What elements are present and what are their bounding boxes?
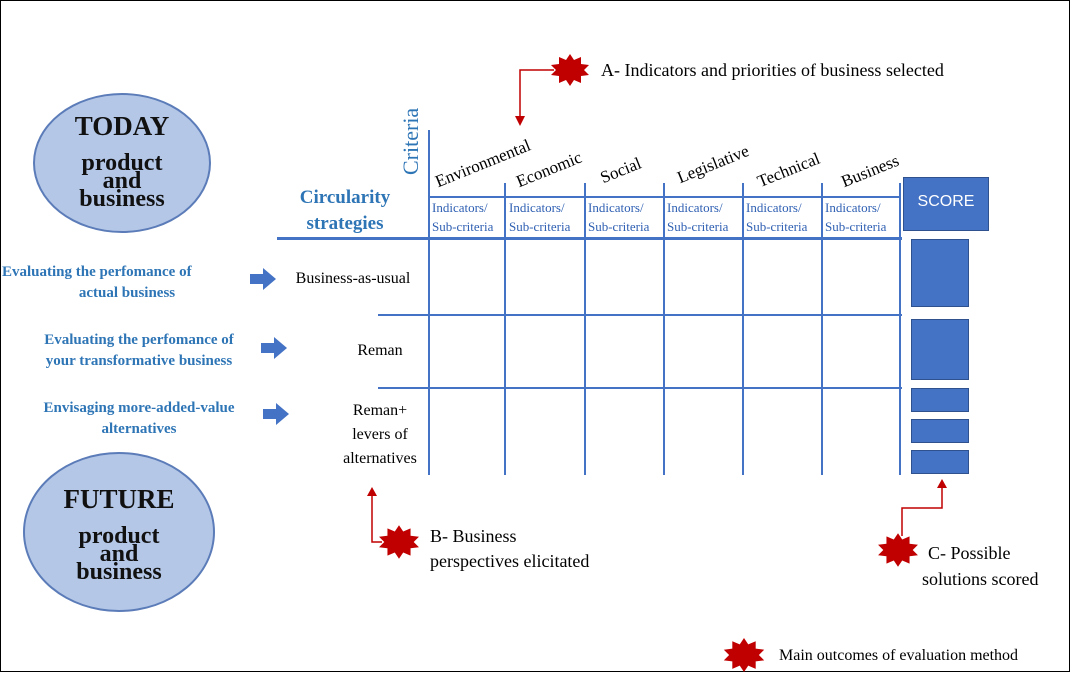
score-bar-row-3b — [911, 419, 969, 443]
criteria-axis-line — [428, 130, 430, 475]
today-circle: TODAY product and business — [33, 93, 211, 233]
row-3-label-line2: levers of — [352, 426, 408, 443]
indicator-label: Indicators/ — [667, 200, 723, 215]
indicator-top-line — [430, 196, 900, 198]
col-divider-1 — [504, 183, 506, 475]
annotation-a: A- Indicators and priorities of business… — [601, 60, 944, 80]
row-1-description-line2: actual business — [78, 285, 176, 301]
legend-label: Main outcomes of evaluation method — [779, 647, 1019, 664]
subcriteria-label: Sub-criteria — [509, 219, 571, 234]
annotation-b-line1: B- Business — [430, 526, 517, 546]
subcriteria-label: Sub-criteria — [825, 219, 887, 234]
row-2-description-line1: Evaluating the perfomance of — [44, 332, 234, 348]
score-bar-row-1 — [911, 239, 969, 307]
future-circle: FUTURE product and business — [23, 452, 215, 612]
connector-arrow-b — [367, 487, 382, 543]
future-title: FUTURE — [63, 484, 175, 514]
score-bar-row-3a — [911, 388, 969, 412]
today-title: TODAY — [74, 111, 170, 141]
row-3-description-line2: alternatives — [101, 421, 177, 437]
subcriteria-label: Sub-criteria — [588, 219, 650, 234]
score-bar-row-3c — [911, 450, 969, 474]
today-line1: product — [81, 150, 163, 176]
today-line3: business — [79, 186, 165, 212]
indicator-label: Indicators/ — [588, 200, 644, 215]
connector-arrow-a — [515, 69, 554, 126]
score-header-box — [903, 177, 989, 231]
subcriteria-label: Sub-criteria — [667, 219, 729, 234]
future-line2: and — [99, 541, 139, 567]
col-divider-2 — [584, 183, 586, 475]
col-divider-3 — [663, 183, 665, 475]
annotation-c-line1: C- Possible — [928, 543, 1011, 563]
row-2-description-line2: your transformative business — [45, 353, 233, 369]
score-label: SCORE — [917, 193, 975, 210]
outcome-marker-icon — [878, 533, 918, 567]
row-3-label-line1: Reman+ — [352, 402, 408, 419]
indicator-label: Indicators/ — [746, 200, 802, 215]
row-1-label: Business-as-usual — [295, 270, 411, 287]
indicator-label: Indicators/ — [509, 200, 565, 215]
annotation-c-line2: solutions scored — [922, 569, 1039, 589]
row-1-description-line1: Evaluating the perfomance of — [2, 264, 192, 280]
header-bottom-line — [277, 237, 902, 240]
arrow-right-icon — [263, 403, 289, 425]
future-line3: business — [76, 559, 162, 585]
strategies-label-2: strategies — [306, 213, 384, 234]
col-divider-5 — [821, 183, 823, 475]
subcriteria-label: Sub-criteria — [432, 219, 494, 234]
legend-marker-icon — [723, 638, 765, 672]
row-divider-2 — [378, 387, 902, 389]
indicator-label: Indicators/ — [825, 200, 881, 215]
future-line1: product — [78, 523, 160, 549]
today-line2: and — [102, 168, 142, 194]
row-3-label-line3: alternatives — [343, 450, 417, 467]
col-divider-4 — [742, 183, 744, 475]
row-3-description-line1: Envisaging more-added-value — [43, 400, 235, 416]
strategies-label-1: Circularity — [299, 187, 391, 208]
outcome-marker-icon — [379, 525, 419, 559]
arrow-right-icon — [250, 268, 276, 290]
annotation-b-line2: perspectives elicitated — [430, 551, 590, 571]
col-divider-6 — [899, 183, 901, 475]
subcriteria-label: Sub-criteria — [746, 219, 808, 234]
arrow-right-icon — [261, 337, 287, 359]
outcome-marker-icon — [551, 54, 589, 86]
connector-arrow-c — [901, 479, 947, 536]
criteria-label: Criteria — [398, 107, 423, 175]
row-2-label: Reman — [357, 342, 403, 359]
indicator-label: Indicators/ — [432, 200, 488, 215]
row-divider-1 — [378, 314, 902, 316]
score-bar-row-2 — [911, 319, 969, 380]
